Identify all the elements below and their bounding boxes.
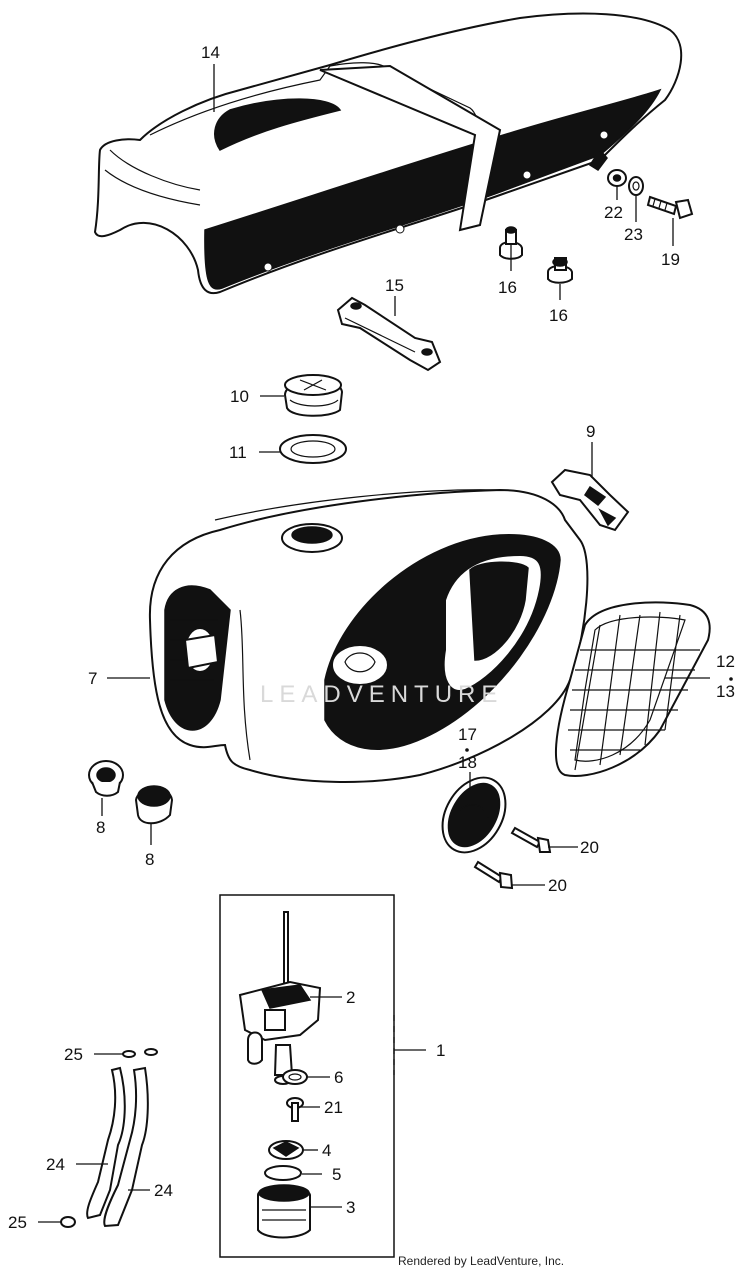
callout-1: 1 xyxy=(436,1041,445,1060)
gasket-part-5[interactable] xyxy=(264,1165,302,1181)
bolt-part-19[interactable] xyxy=(646,195,694,220)
callout-19: 19 xyxy=(661,250,680,269)
fuel-cap-part-10[interactable] xyxy=(283,374,344,417)
callout-15: 15 xyxy=(385,276,404,295)
callout-20b: 20 xyxy=(548,876,567,895)
rubber-mount-part-16b[interactable] xyxy=(547,257,573,284)
callout-17-18-dot xyxy=(465,748,469,752)
clip-part-25a[interactable] xyxy=(122,1048,158,1058)
callout-16a: 16 xyxy=(498,278,517,297)
o-ring-part-6[interactable] xyxy=(282,1069,308,1085)
callout-17: 17 xyxy=(458,725,477,744)
fuel-tank-part-7[interactable] xyxy=(148,488,589,783)
fuel-cock-part-2[interactable] xyxy=(238,911,322,1085)
callout-8a: 8 xyxy=(96,818,105,837)
footer-credit: Rendered by LeadVenture, Inc. xyxy=(398,1254,565,1268)
callout-7: 7 xyxy=(88,669,97,688)
washer-part-23[interactable] xyxy=(628,176,644,196)
clip-part-25b[interactable] xyxy=(60,1216,76,1228)
knee-pad-part-12-13[interactable] xyxy=(555,601,711,777)
callout-2: 2 xyxy=(346,988,355,1007)
sediment-cup-part-3[interactable] xyxy=(257,1184,311,1239)
callout-labels: 14 15 10 11 9 7 12 13 17 18 8 8 16 16 22… xyxy=(8,43,735,1232)
callout-8b: 8 xyxy=(145,850,154,869)
callout-16b: 16 xyxy=(549,306,568,325)
callout-25a: 25 xyxy=(64,1045,83,1064)
callout-21: 21 xyxy=(324,1098,343,1117)
bracket-part-15[interactable] xyxy=(336,296,442,372)
callout-23: 23 xyxy=(624,225,643,244)
fuel-tube-part-24a[interactable] xyxy=(86,1066,126,1220)
screw-part-20b[interactable] xyxy=(473,860,514,890)
callout-22: 22 xyxy=(604,203,623,222)
callout-11: 11 xyxy=(229,443,247,462)
rubber-bushing-part-8a[interactable] xyxy=(88,760,124,797)
callout-12: 12 xyxy=(716,652,735,671)
callout-24b: 24 xyxy=(154,1181,173,1200)
callout-13: 13 xyxy=(716,682,735,701)
gasket-part-11[interactable] xyxy=(279,434,347,464)
rubber-bushing-part-8b[interactable] xyxy=(134,785,174,825)
watermark-text: LEADVENTURE xyxy=(260,681,503,708)
tank-bracket-part-9[interactable] xyxy=(550,468,630,532)
callout-20a: 20 xyxy=(580,838,599,857)
callout-10: 10 xyxy=(230,387,249,406)
seat-part-14[interactable] xyxy=(93,12,683,295)
callout-12-13-dot xyxy=(729,677,733,681)
leader-lines xyxy=(38,64,710,1223)
callout-4: 4 xyxy=(322,1141,331,1160)
fuel-cock-assembly-box xyxy=(219,894,395,1258)
fuel-tube-part-24b[interactable] xyxy=(103,1066,149,1228)
emblem-part-17-18[interactable] xyxy=(430,766,518,863)
callout-3: 3 xyxy=(346,1198,355,1217)
screw-part-21[interactable] xyxy=(286,1097,304,1122)
callout-14: 14 xyxy=(201,43,220,62)
filter-part-4[interactable] xyxy=(268,1140,304,1160)
callout-6: 6 xyxy=(334,1068,343,1087)
callout-25b: 25 xyxy=(8,1213,27,1232)
screw-part-20a[interactable] xyxy=(510,826,552,853)
callout-5: 5 xyxy=(332,1165,341,1184)
callout-24a: 24 xyxy=(46,1155,65,1174)
washer-part-22[interactable] xyxy=(607,169,627,187)
callout-18: 18 xyxy=(458,753,477,772)
callout-9: 9 xyxy=(586,422,595,441)
